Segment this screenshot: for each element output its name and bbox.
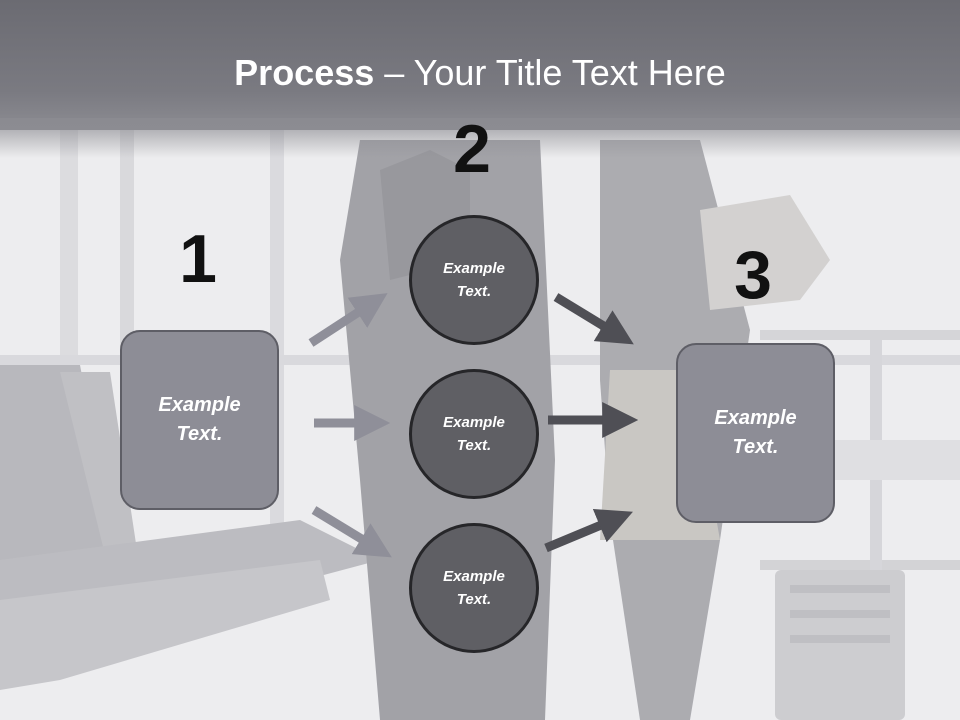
- arrow-left-to-bottom: [311, 506, 392, 558]
- step-1-box-text: Example Text.: [158, 394, 241, 445]
- circle-middle-text: Example Text.: [443, 414, 505, 454]
- arrow-left-to-top: [308, 293, 388, 347]
- slide-title-bold: Process: [234, 52, 375, 93]
- step-3-box-text: Example Text.: [714, 407, 797, 458]
- slide-title: Process – Your Title Text Here: [0, 52, 960, 94]
- slide-title-rest: – Your Title Text Here: [374, 52, 726, 93]
- step-2-circle-middle: Example Text.: [409, 369, 539, 499]
- circle-bottom-text: Example Text.: [443, 568, 505, 608]
- arrow-top-to-right: [553, 293, 634, 345]
- step-1-box: Example Text.: [120, 330, 279, 510]
- step-2-circle-top: Example Text.: [409, 215, 539, 345]
- title-bar: [0, 0, 960, 130]
- step-number-1: 1: [179, 221, 217, 297]
- circle-top-text: Example Text.: [443, 260, 505, 300]
- title-bar-fade: [0, 118, 960, 158]
- arrow-bottom-to-right: [544, 509, 633, 553]
- step-2-circle-bottom: Example Text.: [409, 523, 539, 653]
- step-3-box: Example Text.: [676, 343, 835, 523]
- step-number-3: 3: [734, 237, 772, 313]
- step-number-2: 2: [453, 111, 491, 187]
